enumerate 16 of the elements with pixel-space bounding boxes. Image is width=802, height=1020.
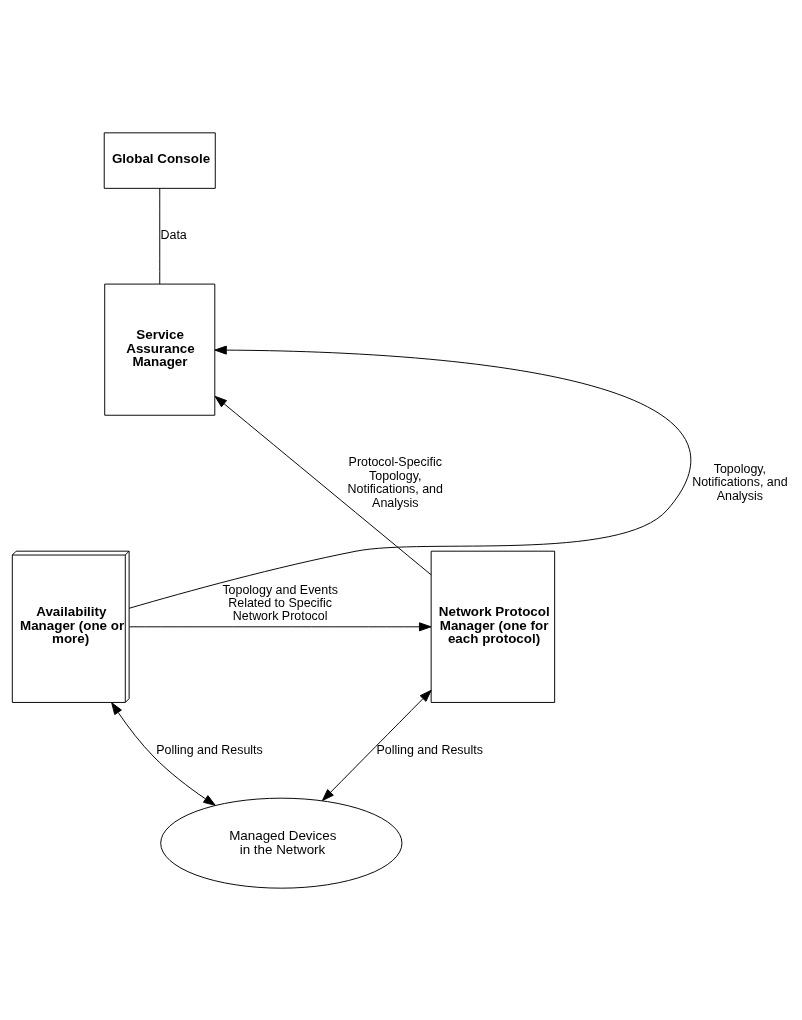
connector <box>159 187 161 284</box>
edge-label: Polling and Results <box>156 742 263 757</box>
edge-label: Data <box>160 227 187 242</box>
arrow <box>321 689 432 801</box>
arrow <box>111 701 216 806</box>
edge-label: Topology and Events Related to Specific Network Protocol <box>222 582 338 623</box>
edge-label: Protocol-Specific Topology, Notifications, and Analysis <box>347 454 443 510</box>
edge-label: Topology, Notifications, and Analysis <box>692 461 788 503</box>
arrow <box>128 621 432 631</box>
edge-label: Polling and Results <box>376 742 483 757</box>
arrow <box>128 345 690 609</box>
node-ellipse: Managed Devices in the Network <box>160 797 403 889</box>
node-box: Global Console <box>103 131 216 189</box>
arrow <box>214 395 432 575</box>
node-box: Network Protocol Manager (one for each protocol) <box>430 550 556 703</box>
node-box: Service Assurance Manager <box>104 283 216 416</box>
